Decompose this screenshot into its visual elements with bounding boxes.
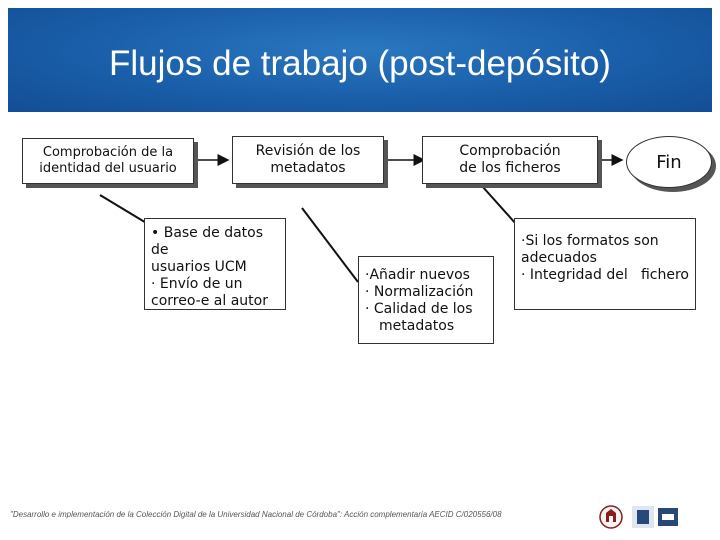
slide-title: Flujos de trabajo (post-depósito) [109, 44, 611, 83]
callout-line-3 [481, 185, 517, 225]
step-file-line1: Comprobación [459, 143, 561, 159]
step-metadata-line1: Revisión de los [255, 143, 361, 159]
detail-metadata-l1: ·Añadir nuevos [365, 267, 470, 283]
detail-identity: • Base de datos de usuarios UCM · Envío … [144, 218, 286, 310]
step-file-line2: de los ficheros [459, 160, 561, 176]
detail-metadata: ·Añadir nuevos · Normalización · Calidad… [358, 256, 494, 344]
end-node: Fin [626, 136, 712, 188]
detail-files-l1: ·Si los formatos son [521, 233, 659, 249]
detail-metadata-l4: metadatos [379, 318, 455, 334]
step-identity-line1: Comprobación de la [42, 145, 174, 160]
step-identity-line2: identidad del usuario [39, 161, 177, 176]
detail-files-l3-row: · Integridad del fichero [521, 267, 689, 284]
step-file-check: Comprobación de los ficheros [422, 136, 598, 184]
callout-line-1 [99, 194, 149, 225]
detail-files: ·Si los formatos son adecuados · Integri… [514, 218, 696, 310]
detail-metadata-l2: · Normalización [365, 284, 474, 300]
callout-line-2 [301, 207, 359, 283]
university-seal-icon [599, 505, 623, 529]
detail-files-l2: adecuados [521, 250, 597, 266]
detail-identity-l4: correo-e al autor [151, 293, 268, 309]
detail-files-l3: · Integridad del [521, 267, 628, 283]
title-bar: Flujos de trabajo (post-depósito) [8, 8, 712, 112]
institution-logo-icon [632, 506, 678, 528]
detail-identity-l3: · Envío de un [151, 276, 243, 292]
footer-credit: "Desarrollo e implementación de la Colec… [10, 510, 502, 519]
step-metadata-review: Revisión de los metadatos [232, 136, 384, 184]
detail-identity-l1: • Base de datos de [151, 225, 264, 258]
step-identity-check: Comprobación de la identidad del usuario [22, 138, 194, 184]
step-metadata-line2: metadatos [270, 160, 346, 176]
detail-metadata-l3: · Calidad de los [365, 301, 473, 317]
detail-identity-l2: usuarios UCM [151, 259, 247, 275]
detail-files-l4: fichero [640, 267, 689, 283]
